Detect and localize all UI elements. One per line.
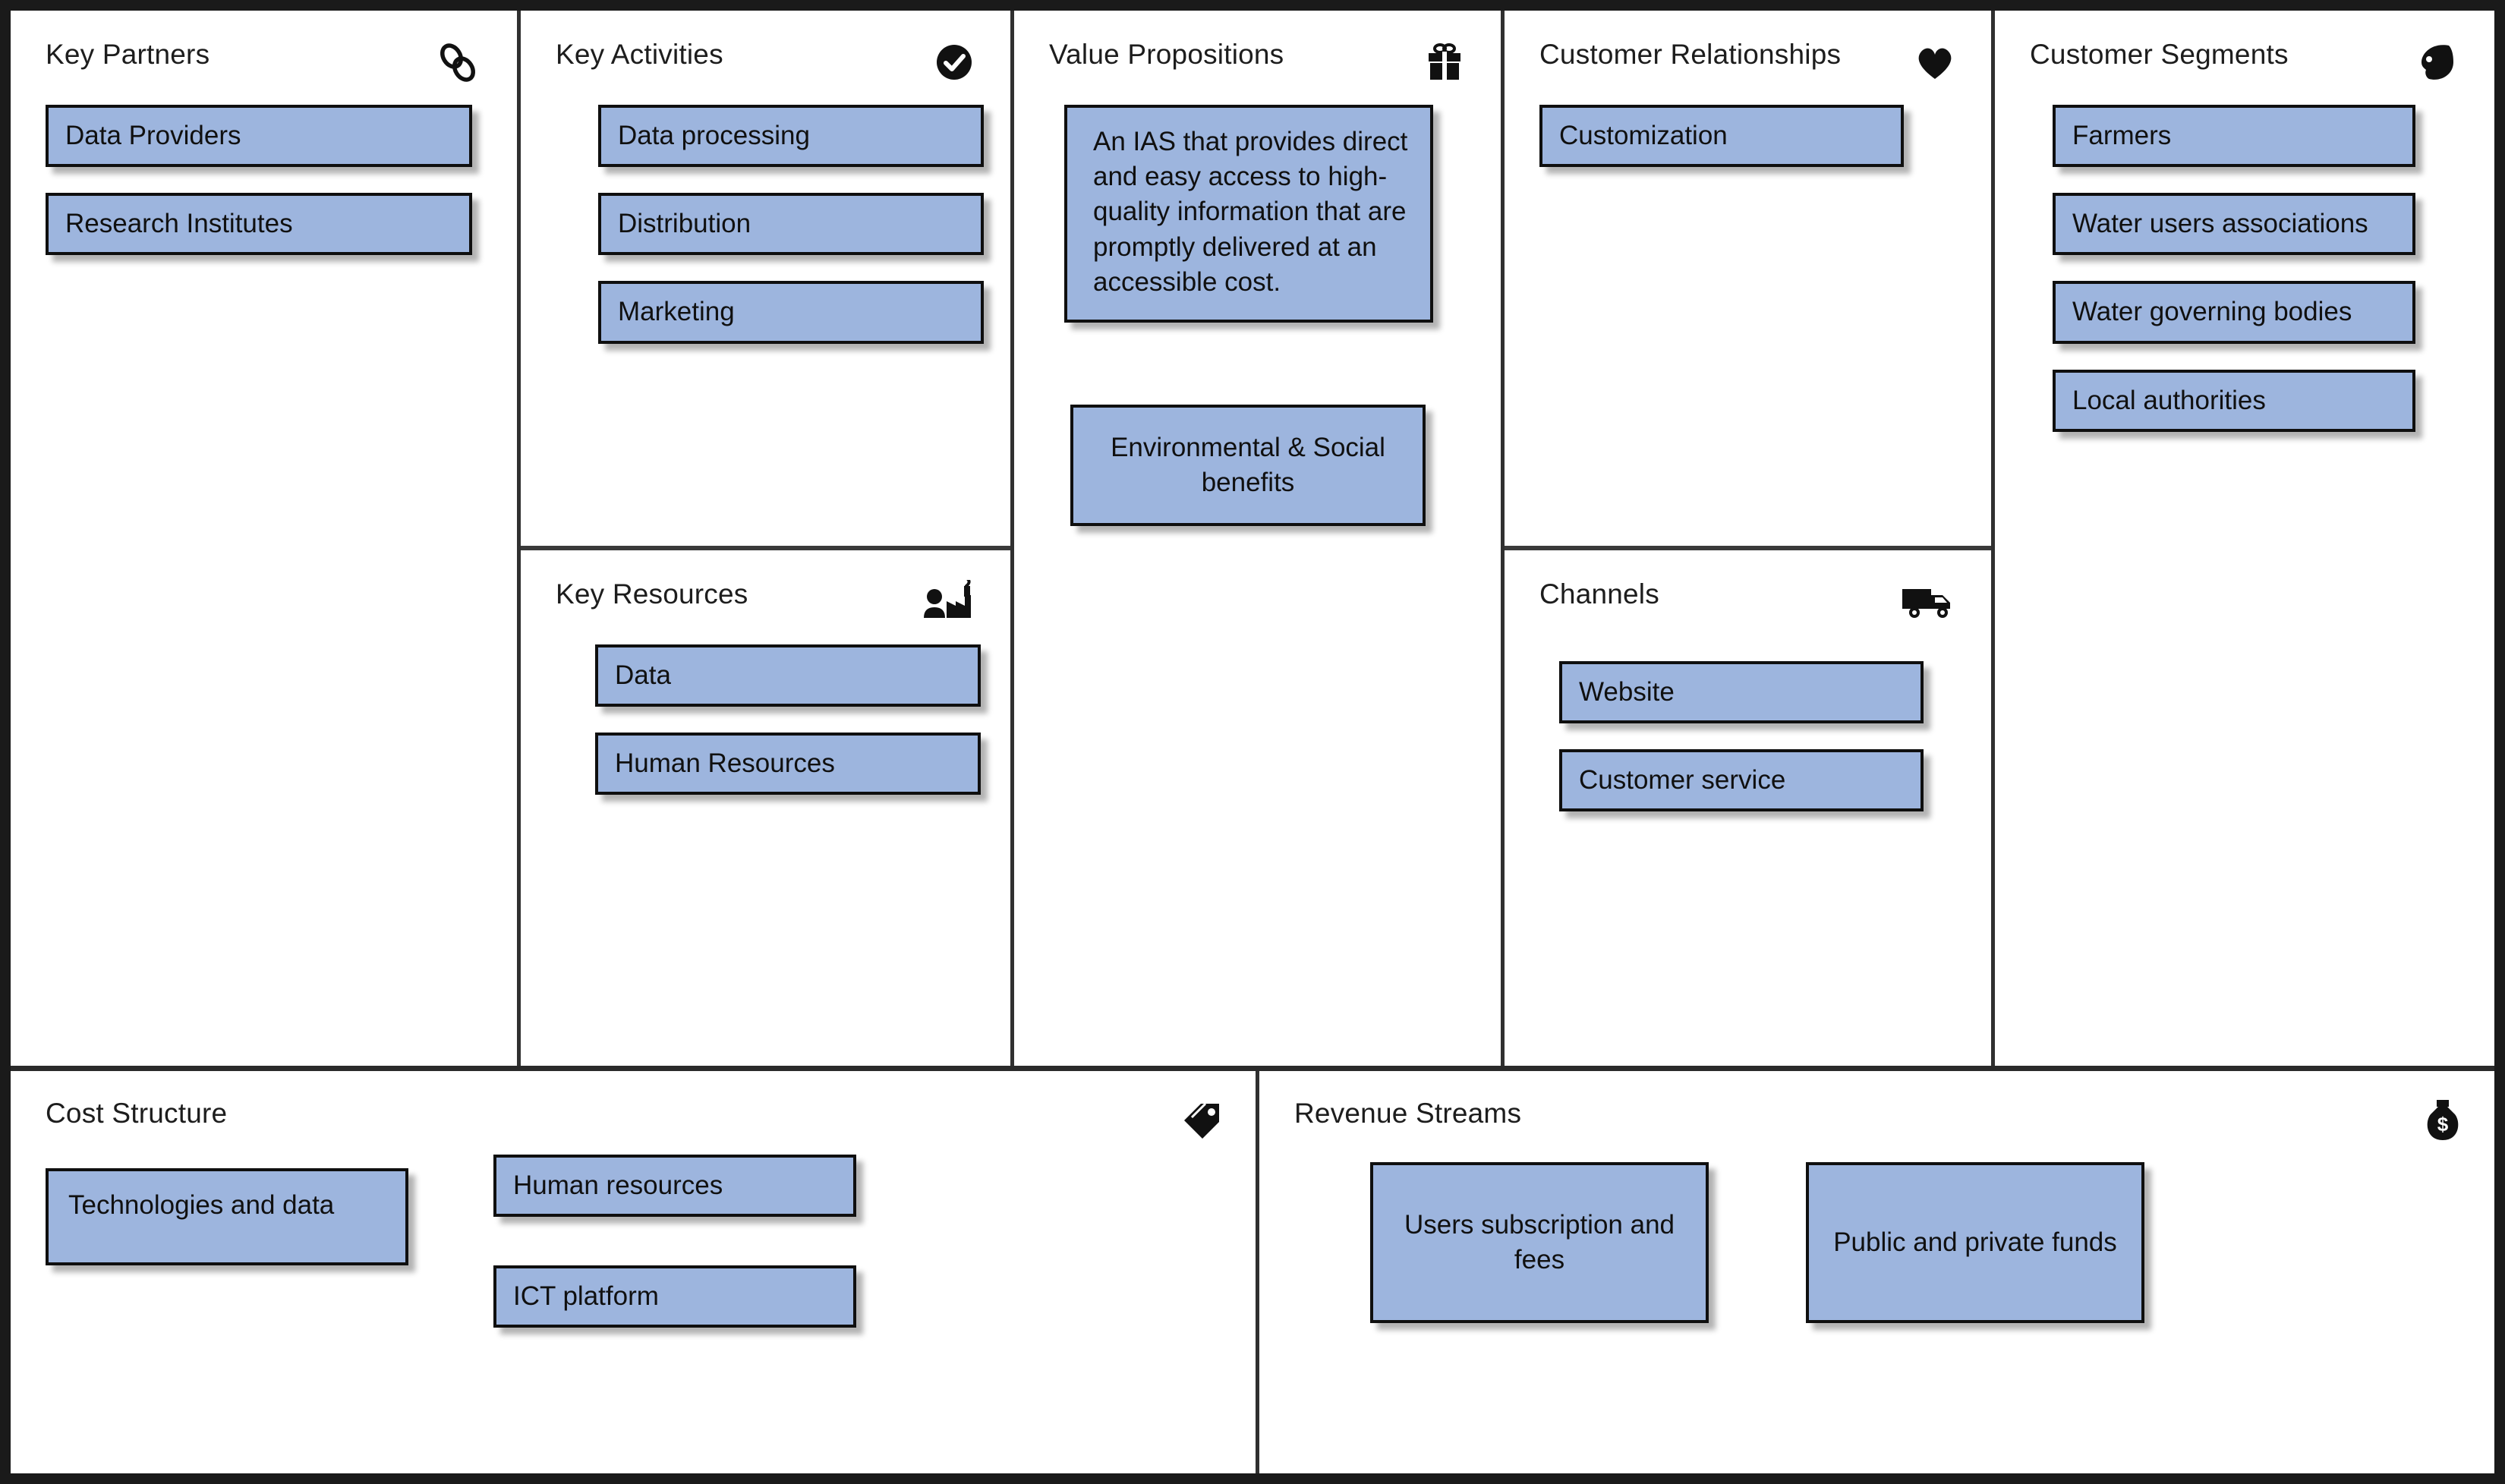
svg-text:$: $ <box>2437 1113 2449 1136</box>
value-propositions-notes: An IAS that provides direct and easy acc… <box>1049 105 1466 552</box>
channels-notes: Website Customer service <box>1539 644 1956 837</box>
revenue-streams-notes: Users subscription and fees Public and p… <box>1294 1155 2464 1349</box>
block-customer-relationships-channels: Customer Relationships Customization Cha… <box>1505 11 1995 1066</box>
key-partners-header: Key Partners <box>46 39 482 85</box>
key-resources-notes: Data Human Resources <box>556 644 981 821</box>
note-item[interactable]: Customer service <box>1559 749 1924 812</box>
delivery-truck-icon <box>1900 579 1956 625</box>
value-propositions-title: Value Propositions <box>1049 39 1284 70</box>
canvas-top-region: Key Partners Data Providers Research Ins… <box>11 11 2494 1066</box>
block-cost-structure: Cost Structure Technologies and data Hum… <box>11 1071 1259 1473</box>
key-partners-notes: Data Providers Research Institutes <box>46 105 482 281</box>
note-item[interactable]: Technologies and data <box>46 1168 408 1265</box>
note-item[interactable]: Human resources <box>493 1155 856 1218</box>
customer-relationships-cell: Customer Relationships Customization <box>1505 11 1991 550</box>
customer-segments-notes: Farmers Water users associations Water g… <box>2030 105 2459 458</box>
check-circle-icon <box>919 39 975 85</box>
note-item[interactable]: Distribution <box>598 193 984 256</box>
cost-structure-notes-right: Human resources ICT platform <box>408 1155 856 1353</box>
value-propositions-cell: Value Propositions <box>1014 11 1501 1066</box>
revenue-streams-title: Revenue Streams <box>1294 1098 1522 1129</box>
note-item[interactable]: Data Providers <box>46 105 472 168</box>
revenue-streams-header: Revenue Streams $ <box>1294 1098 2464 1144</box>
value-propositions-header: Value Propositions <box>1049 39 1466 85</box>
customer-segments-title: Customer Segments <box>2030 39 2289 70</box>
gift-icon <box>1410 39 1466 85</box>
note-item[interactable]: Data processing <box>598 105 984 168</box>
channels-cell: Channels Website <box>1505 550 1991 1066</box>
key-activities-header: Key Activities <box>556 39 975 85</box>
note-item[interactable]: Water users associations <box>2053 193 2415 256</box>
key-activities-notes: Data processing Distribution Marketing <box>556 105 984 370</box>
note-item[interactable]: Users subscription and fees <box>1370 1162 1709 1323</box>
key-partners-title: Key Partners <box>46 39 210 70</box>
key-activities-title: Key Activities <box>556 39 723 70</box>
customer-relationships-header: Customer Relationships <box>1539 39 1956 85</box>
key-resources-cell: Key Resources Data Human Resources <box>521 550 1010 1066</box>
customer-segments-header: Customer Segments <box>2030 39 2459 85</box>
customer-segments-cell: Customer Segments Farmers Water users as… <box>1995 11 2494 1066</box>
note-item[interactable]: An IAS that provides direct and easy acc… <box>1064 105 1433 323</box>
canvas-bottom-region: Cost Structure Technologies and data Hum… <box>11 1066 2494 1473</box>
note-item[interactable]: Farmers <box>2053 105 2415 168</box>
block-revenue-streams: Revenue Streams $ Users subscription and… <box>1259 1071 2494 1473</box>
heart-icon <box>1900 39 1956 85</box>
key-partners-cell: Key Partners Data Providers Research Ins… <box>11 11 517 1066</box>
key-resources-title: Key Resources <box>556 578 748 610</box>
cost-structure-title: Cost Structure <box>46 1098 228 1129</box>
key-activities-cell: Key Activities Data processing Distribut… <box>521 11 1010 550</box>
customer-relationships-title: Customer Relationships <box>1539 39 1842 70</box>
channels-header: Channels <box>1539 578 1956 625</box>
note-item[interactable]: Customization <box>1539 105 1904 168</box>
price-tag-icon <box>1169 1098 1225 1144</box>
note-item[interactable]: Public and private funds <box>1806 1162 2144 1323</box>
cost-structure-notes-left: Technologies and data <box>46 1155 408 1291</box>
block-customer-segments: Customer Segments Farmers Water users as… <box>1995 11 2494 1066</box>
link-icon <box>426 39 482 85</box>
customer-relationships-notes: Customization <box>1539 105 1956 193</box>
note-item[interactable]: Research Institutes <box>46 193 472 256</box>
note-item[interactable]: Marketing <box>598 281 984 344</box>
channels-title: Channels <box>1539 578 1659 610</box>
note-item[interactable]: Water governing bodies <box>2053 281 2415 344</box>
head-profile-icon <box>2403 39 2459 85</box>
note-item[interactable]: Website <box>1559 661 1924 724</box>
worker-factory-icon <box>919 579 975 625</box>
key-resources-header: Key Resources <box>556 578 975 625</box>
note-item[interactable]: Data <box>595 644 981 707</box>
block-key-activities-resources: Key Activities Data processing Distribut… <box>521 11 1014 1066</box>
block-value-propositions: Value Propositions <box>1014 11 1505 1066</box>
note-item[interactable]: ICT platform <box>493 1265 856 1328</box>
note-item[interactable]: Local authorities <box>2053 369 2415 432</box>
block-key-partners: Key Partners Data Providers Research Ins… <box>11 11 521 1066</box>
money-bag-icon: $ <box>2408 1098 2464 1144</box>
cost-structure-body: Technologies and data Human resources IC… <box>46 1155 1225 1353</box>
note-item[interactable]: Human Resources <box>595 733 981 796</box>
note-item[interactable]: Environmental & Social benefits <box>1070 404 1426 527</box>
cost-structure-header: Cost Structure <box>46 1098 1225 1144</box>
